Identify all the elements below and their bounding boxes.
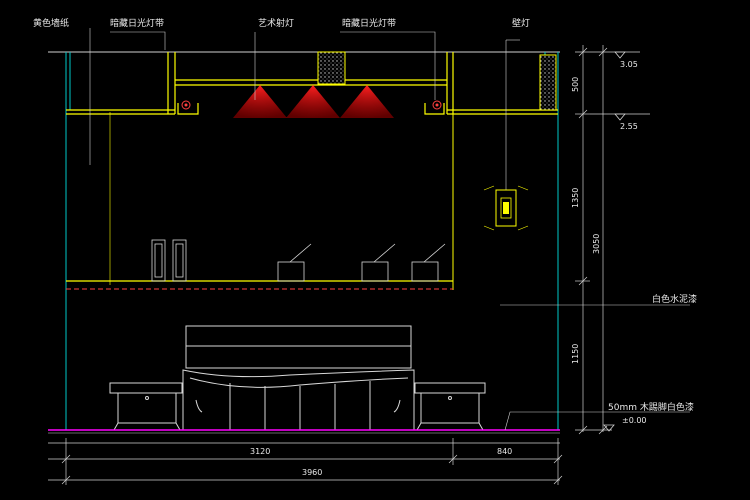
bed-body — [182, 369, 415, 431]
label-skirting: 50mm 木踢脚白色漆 — [608, 403, 694, 413]
hdim-3120: 3120 — [250, 447, 271, 456]
elev-marker-top — [614, 51, 626, 59]
vdim-500: 500 — [571, 76, 580, 92]
hdim-840: 840 — [497, 447, 513, 456]
downlight-right-core — [435, 103, 439, 107]
shelf-decor — [151, 239, 446, 282]
wall-hatch-right — [539, 54, 557, 111]
label-white-paint: 白色水泥漆 — [652, 295, 698, 305]
vdim-1350: 1350 — [571, 187, 580, 208]
spotlight-cone-3 — [340, 85, 394, 118]
ceiling-structure — [66, 52, 558, 115]
elev-top-value: 3.05 — [620, 60, 638, 69]
label-hidden-light-left: 暗藏日光灯带 — [110, 19, 165, 29]
nightstands — [109, 382, 486, 431]
elev-floor-value: ±0.00 — [622, 416, 647, 425]
vdim-total: 3050 — [592, 233, 601, 254]
nightstand-right-top — [414, 382, 486, 394]
bed — [182, 325, 415, 431]
elev-ceiling-value: 2.55 — [620, 122, 638, 131]
ceiling-hatch-center — [317, 51, 346, 85]
downlight-right-icon — [432, 100, 442, 110]
downlight-left-icon — [181, 100, 191, 110]
elev-marker-floor — [603, 424, 615, 432]
downlight-left-core — [184, 103, 188, 107]
spotlight-cone-2 — [286, 85, 340, 118]
bed-headboard — [185, 325, 412, 369]
leader-lines — [89, 28, 690, 431]
nightstand-left-top — [109, 382, 183, 394]
art-spotlights — [233, 85, 394, 118]
elev-marker-ceiling — [614, 113, 626, 121]
label-wall-lamp: 壁灯 — [512, 19, 531, 29]
elevation-markers — [603, 51, 626, 432]
label-hidden-light-right: 暗藏日光灯带 — [342, 19, 397, 29]
horizontal-dimensions — [48, 438, 563, 485]
vertical-dimensions — [575, 45, 650, 435]
hdim-total: 3960 — [302, 468, 323, 477]
vdim-1150: 1150 — [571, 343, 580, 364]
spotlight-cone-1 — [233, 85, 287, 118]
wall-lamp-fixture — [483, 39, 529, 231]
label-art-spotlight: 艺术射灯 — [258, 19, 295, 29]
label-wallpaper: 黄色墙纸 — [33, 19, 70, 29]
